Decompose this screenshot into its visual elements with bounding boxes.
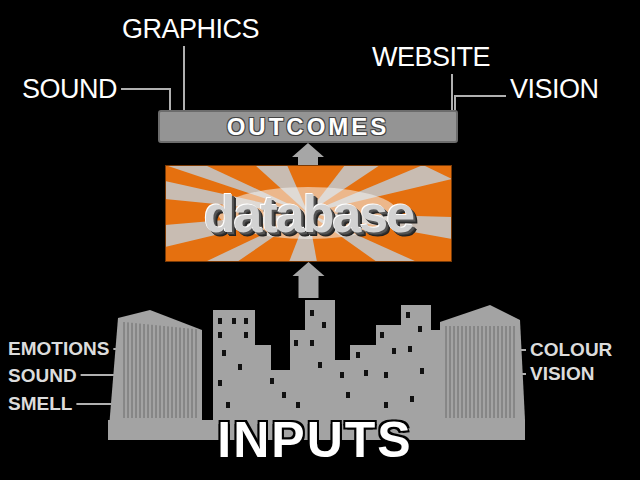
callout-label: VISION: [530, 364, 594, 383]
callout-label: WEBSITE: [372, 44, 490, 71]
leader-line: [76, 403, 114, 405]
outcomes-bar: OUTCOMES: [158, 110, 458, 143]
callout-label: GRAPHICS: [122, 16, 259, 43]
leader-line: [451, 74, 453, 110]
callout-label: SOUND: [22, 76, 117, 103]
node-title: database: [204, 188, 413, 240]
callout-label: VISION: [510, 76, 599, 103]
node-title: INPUTS: [217, 415, 412, 465]
inputs-city: INPUTS: [105, 298, 525, 468]
node-title: OUTCOMES: [227, 115, 390, 139]
flow-arrow: [293, 262, 325, 298]
callout-label: SOUND: [8, 366, 77, 385]
leader-line: [121, 89, 170, 110]
callout-label: COLOUR: [530, 340, 612, 359]
leader-line: [455, 96, 506, 110]
callout-label: SMELL: [8, 394, 72, 413]
callout-label: EMOTIONS: [8, 339, 109, 358]
leader-line: [183, 46, 185, 110]
database-box: database: [165, 165, 452, 262]
leader-line: [81, 374, 118, 376]
flow-arrow: [292, 143, 324, 165]
